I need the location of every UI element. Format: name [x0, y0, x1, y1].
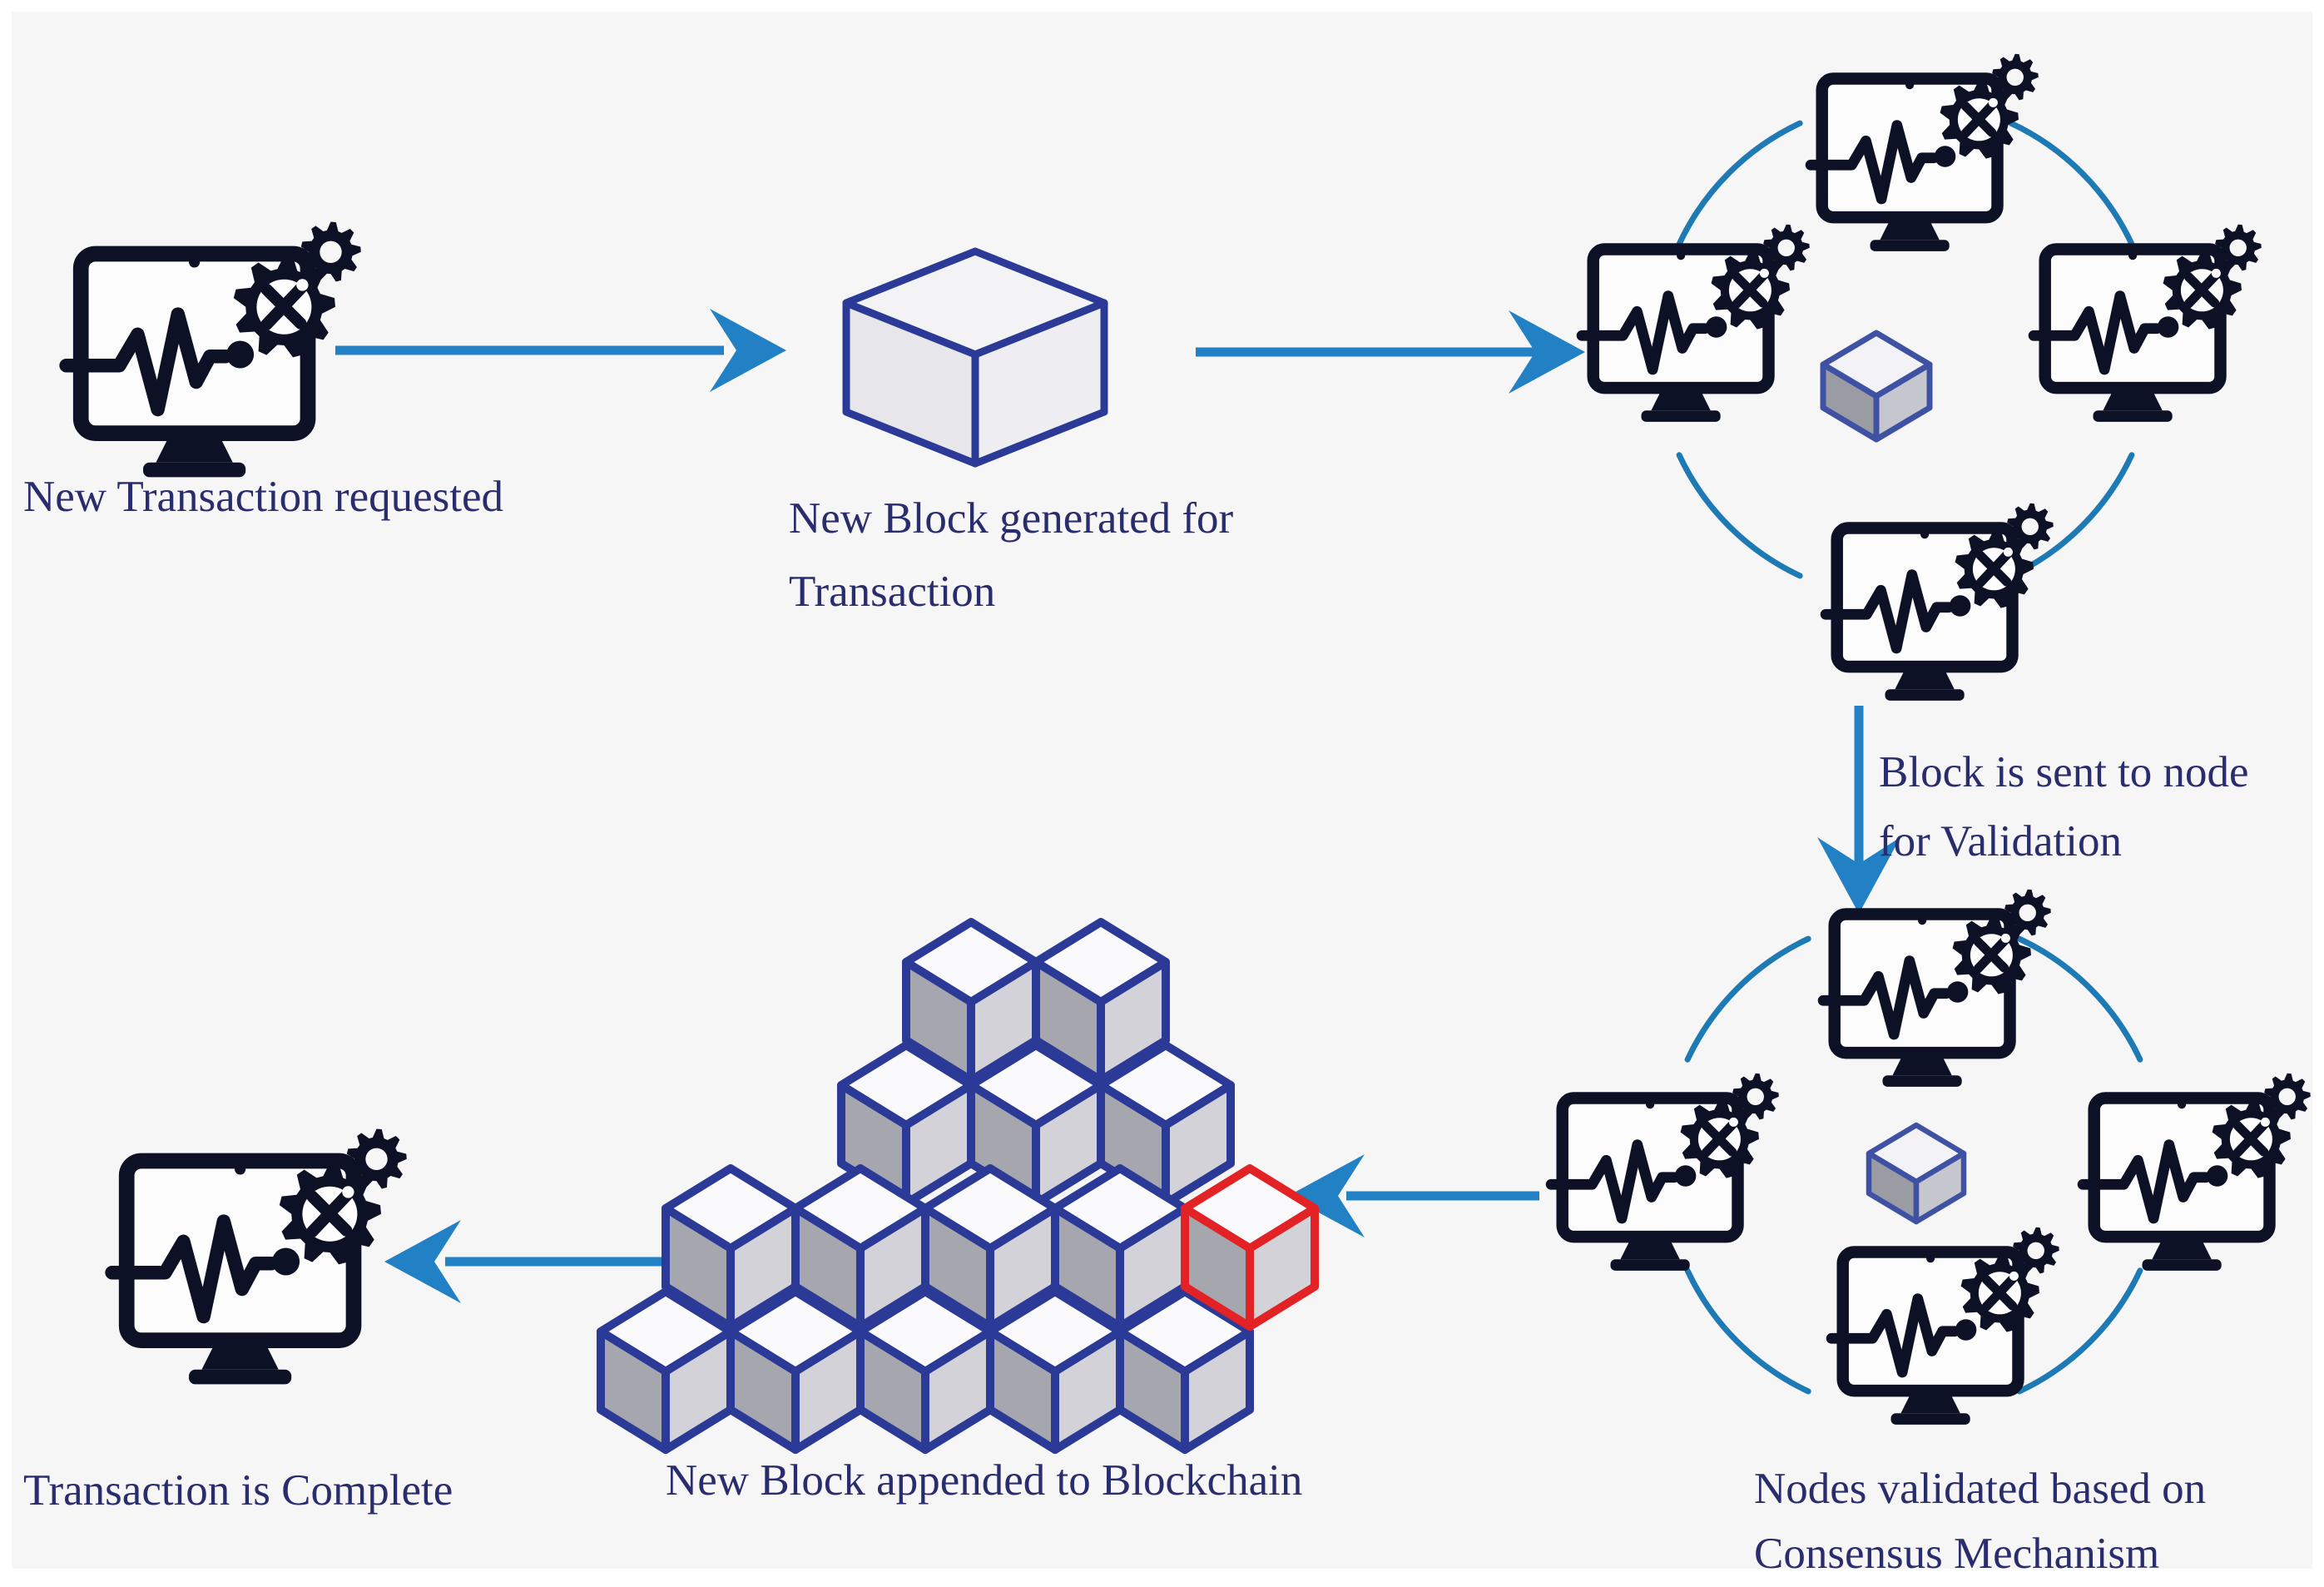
label-append: New Block appended to Blockchain: [666, 1456, 1302, 1505]
label-new-transaction: New Transaction requested: [23, 473, 503, 521]
label-consensus-line2: Consensus Mechanism: [1754, 1530, 2159, 1578]
cluster1_block-cube-right: [1873, 361, 1933, 443]
arrowhead-right-icon: [1509, 310, 1585, 394]
blockchain-cube-right: [1162, 1081, 1235, 1208]
label-complete: Transaction is Complete: [23, 1466, 453, 1515]
arrowhead-right-icon: [710, 309, 786, 392]
new-appended-block-right: [1246, 1204, 1319, 1331]
label-consensus-line1: Nodes validated based on: [1754, 1465, 2206, 1513]
new_block-cube-right: [971, 299, 1108, 468]
blocks-layer: [597, 247, 1967, 1454]
arc-nw: [1676, 120, 1803, 247]
arc-sw: [1684, 1267, 1811, 1395]
arrowhead-left-icon: [1288, 1154, 1365, 1237]
arc-ne: [2008, 120, 2135, 247]
arrowhead-down-icon: [1817, 837, 1900, 914]
arc-se: [2016, 1267, 2143, 1395]
flow-arrows: [335, 309, 1900, 1303]
arc-sw: [1676, 452, 1803, 579]
label-validation-line1: Block is sent to node: [1879, 748, 2249, 796]
arc-ne: [2016, 935, 2143, 1063]
arrowhead-left-icon: [384, 1220, 461, 1303]
arc-nw: [1684, 935, 1811, 1063]
cluster2_block-cube-right: [1913, 1150, 1967, 1225]
blockchain-cube-right: [1097, 958, 1170, 1084]
label-new-block-line1: New Block generated for: [789, 494, 1234, 543]
label-validation-line2: for Validation: [1879, 817, 2122, 865]
network-ring-bottom: [1684, 935, 2143, 1395]
label-new-block-line2: Transaction: [789, 568, 995, 616]
blockchain-cube-right: [1181, 1327, 1254, 1454]
